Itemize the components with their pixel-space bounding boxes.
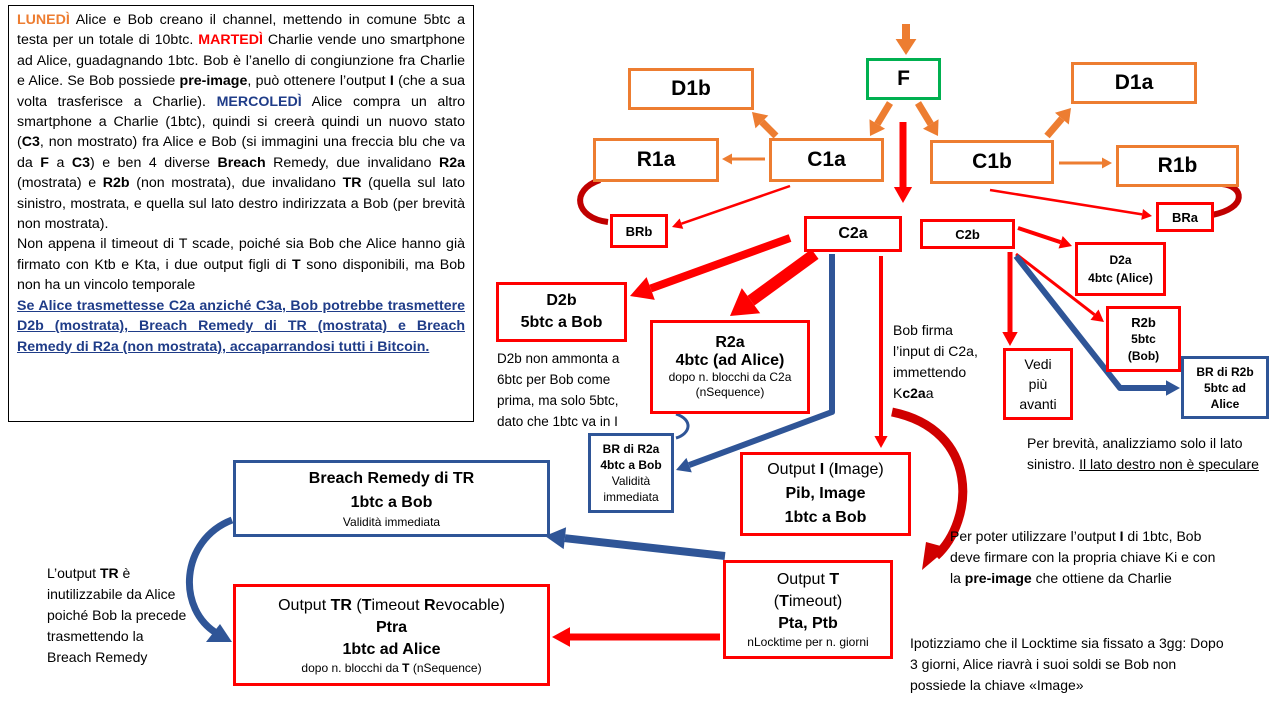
- intro-segment: R2b: [102, 175, 130, 192]
- intro-paragraph-3: Se Alice trasmettesse C2a anziché C3a, B…: [17, 297, 465, 355]
- intro-segment: I: [389, 73, 394, 90]
- node-c2a: C2a: [804, 216, 902, 252]
- intro-segment: R2a: [438, 154, 465, 171]
- curve-r1a-brb: [577, 177, 609, 225]
- arrow-c2b-d2a: [1017, 226, 1072, 249]
- intro-segment: (mostrata) e: [17, 175, 103, 192]
- curve-breach-tr-output-tr: [186, 516, 234, 638]
- arrow-c2a-r2a: [730, 249, 819, 316]
- note-brevita: Per brevità, analizziamo solo il lato si…: [1027, 435, 1259, 472]
- intro-segment: C3: [21, 134, 40, 151]
- arrow-c2a-output-i: [874, 256, 888, 448]
- arrow-c1b-r1b: [1059, 157, 1112, 169]
- intro-segment: a: [48, 154, 72, 171]
- intro-segment: , può ottenere l’output: [247, 73, 390, 90]
- intro-segment: LUNEDÌ: [17, 12, 70, 28]
- arrow-f-c1a: [869, 101, 893, 136]
- intro-paragraph-2: Non appena il timeout di T scade, poiché…: [17, 234, 465, 295]
- node-d1b: D1b: [628, 68, 754, 110]
- arrow-c2a-d2b: [630, 234, 792, 300]
- arrow-c2b-br-r2b: [1013, 254, 1180, 396]
- note-per-poter: Per poter utilizzare l’output I di 1btc,…: [950, 528, 1216, 586]
- intro-segment: TR: [342, 175, 362, 192]
- node-bra: BRa: [1156, 202, 1214, 232]
- intro-segment: Breach: [217, 154, 266, 171]
- node-r1a: R1a: [593, 138, 719, 182]
- node-output-i: Output I (Image) Pib, Image 1btc a Bob: [740, 452, 911, 536]
- curve-to-output-t-head: [922, 542, 948, 570]
- arrow-f-c1b: [915, 101, 939, 136]
- intro-segment: (non mostrata), due invalidano: [129, 175, 343, 192]
- node-r1b: R1b: [1116, 145, 1239, 187]
- arrow-c2b-r2b: [1015, 252, 1104, 322]
- arrow-into-f: [895, 24, 917, 55]
- intro-segment: pre-image: [179, 73, 248, 90]
- intro-segment: F: [40, 154, 49, 171]
- node-output-t: Output T (Timeout) Pta, Ptb nLocktime pe…: [723, 560, 893, 659]
- node-c1b: C1b: [930, 140, 1054, 184]
- node-breach-remedy-tr: Breach Remedy di TR 1btc a Bob Validità …: [233, 460, 550, 537]
- intro-segment: Alice compra un altro smartphone a Charl…: [17, 93, 465, 151]
- arrow-c1a-r1a: [722, 153, 765, 165]
- node-c1a: C1a: [769, 138, 884, 182]
- note-tr: L’output TR è inutilizzabile da Alice po…: [47, 565, 187, 665]
- note-locktime: Ipotizziamo che il Locktime sia fissato …: [910, 635, 1224, 693]
- note-bob-firma: Bob firma l’input di C2a, immettendo Kc2…: [893, 322, 978, 401]
- curve-breach-tr-output-tr-head: [206, 624, 232, 642]
- intro-segment: Non appena il timeout di T scade, poiché…: [17, 236, 465, 273]
- node-c2b: C2b: [920, 219, 1015, 249]
- curve-r2a-br: [675, 412, 690, 440]
- arrow-output-t-breach-tr: [545, 527, 726, 560]
- intro-segment: T: [292, 256, 301, 273]
- node-brb: BRb: [610, 214, 668, 248]
- arrow-f-c2a: [893, 122, 913, 203]
- intro-segment: Remedy, due invalidano: [265, 154, 439, 171]
- node-r2a: R2a 4btc (ad Alice) dopo n. blocchi da C…: [650, 320, 810, 414]
- curve-bra-r1b: [1211, 181, 1242, 218]
- intro-segment: , non mostrato) fra Alice e Bob (si imma…: [17, 134, 465, 171]
- intro-segment: MARTEDÌ: [198, 32, 263, 49]
- intro-segment: ) e ben 4 diverse: [90, 154, 218, 171]
- intro-segment: (che a sua volta trasferisce a Charlie).: [17, 73, 465, 110]
- intro-segment: Alice e Bob creano il channel, mettendo …: [17, 12, 465, 49]
- intro-segment: sono disponibili, ma Bob non ha un vinco…: [17, 256, 465, 294]
- arrow-c1a-brb: [672, 184, 791, 229]
- intro-paragraph-1: LUNEDÌ Alice e Bob creano il channel, me…: [17, 10, 465, 234]
- note-d2b: D2b non ammonta a 6btc per Bob come prim…: [497, 351, 620, 429]
- intro-segment: Charlie vende uno smartphone ad Alice, g…: [17, 32, 466, 90]
- arrow-c2a-br-r2a: [676, 254, 835, 473]
- intro-segment: MERCOLEDÌ: [216, 93, 302, 110]
- intro-segment: (quella sul lato sinistro, mostrata, e q…: [17, 175, 465, 233]
- curve-to-output-t: [891, 407, 968, 560]
- intro-segment: C3: [71, 154, 91, 171]
- arrow-c1b-bra: [989, 188, 1152, 220]
- node-output-tr: Output TR (Timeout Revocable) Ptra 1btc …: [233, 584, 550, 686]
- node-d1a: D1a: [1071, 62, 1197, 104]
- node-f: F: [866, 58, 941, 100]
- arrow-c1b-d1a: [1044, 108, 1071, 139]
- intro-text-panel: LUNEDÌ Alice e Bob creano il channel, me…: [8, 5, 474, 422]
- arrow-output-t-output-tr: [552, 627, 720, 647]
- arrow-c1a-d1b: [752, 112, 779, 139]
- arrow-c2b-vedi: [1002, 252, 1018, 346]
